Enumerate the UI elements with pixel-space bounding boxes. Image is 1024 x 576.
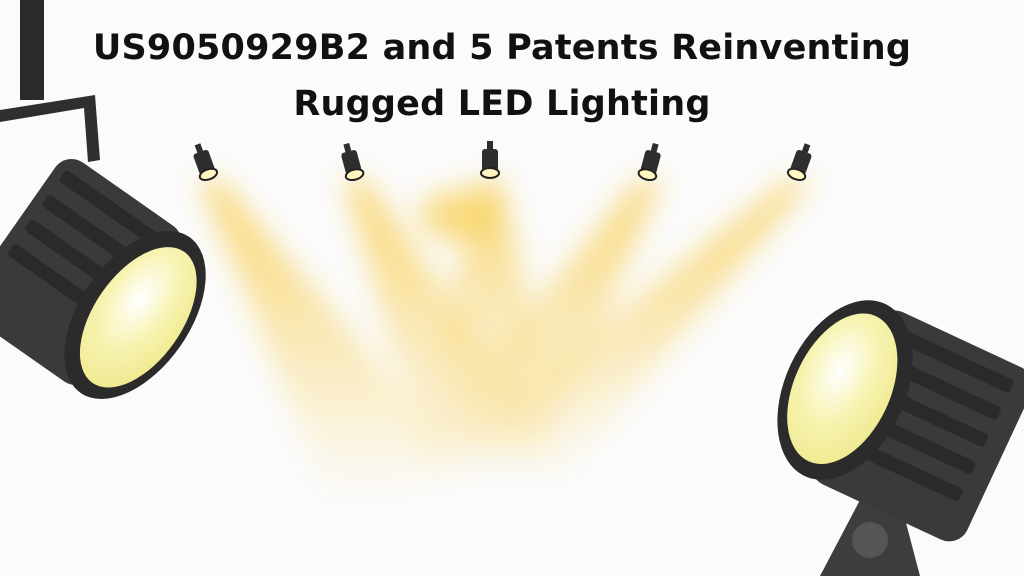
title-line-2: Rugged LED Lighting — [0, 84, 1014, 124]
small-spotlight-icon — [637, 141, 664, 181]
small-spotlights — [189, 141, 816, 182]
large-spotlight-right-icon — [750, 279, 1024, 576]
small-spotlight-icon — [338, 141, 365, 181]
small-spotlight-icon — [786, 141, 816, 182]
glow — [420, 190, 500, 240]
small-spotlight-icon — [189, 141, 219, 182]
title-line-1: US9050929B2 and 5 Patents Reinventing — [0, 28, 1014, 68]
small-spotlight-icon — [481, 141, 499, 178]
light-beams — [200, 180, 810, 500]
